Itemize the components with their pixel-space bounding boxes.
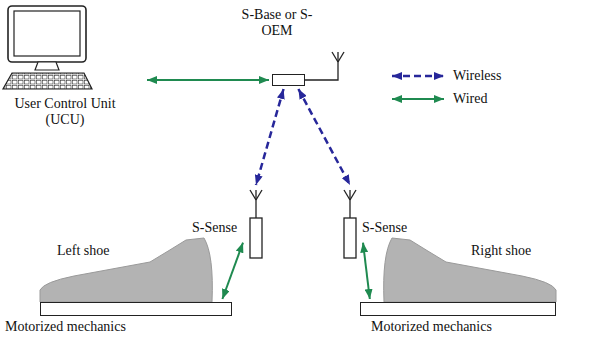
node-label: Motorized mechanics — [371, 319, 492, 335]
base-station-box: S-Base or S-OEM — [272, 74, 305, 86]
node-label: Motorized mechanics — [5, 319, 126, 335]
legend-label: Wired — [453, 91, 487, 107]
sensor-node: S-Sense — [246, 188, 266, 258]
shoe-platform: Left shoeMotorized mechanics — [40, 302, 232, 316]
sensor-unit — [250, 190, 262, 258]
shoe-platform: Right shoeMotorized mechanics — [360, 302, 556, 316]
computer-icon — [3, 6, 92, 89]
computer-node: User Control Unit (UCU) — [2, 4, 144, 128]
sensor-unit — [344, 190, 356, 258]
node-label: Right shoe — [471, 243, 531, 259]
sensor-node: S-Sense — [340, 188, 360, 258]
wired-link — [147, 79, 269, 81]
legend-sample — [392, 75, 444, 78]
node-label: User Control Unit (UCU) — [4, 96, 126, 128]
node-label: S-Sense — [362, 220, 407, 236]
wired-link — [363, 243, 370, 299]
shoe-shape — [40, 238, 212, 302]
wireless-link — [256, 89, 284, 185]
shoe-shape — [384, 238, 556, 302]
node-label: S-Base or S-OEM — [240, 7, 314, 39]
antenna-symbol — [305, 52, 344, 80]
legend-label: Wireless — [453, 68, 501, 84]
legend-sample — [392, 98, 444, 100]
wireless-link — [298, 89, 350, 185]
wired-link — [222, 243, 243, 299]
node-label: S-Sense — [192, 220, 237, 236]
node-label: Left shoe — [57, 243, 109, 259]
